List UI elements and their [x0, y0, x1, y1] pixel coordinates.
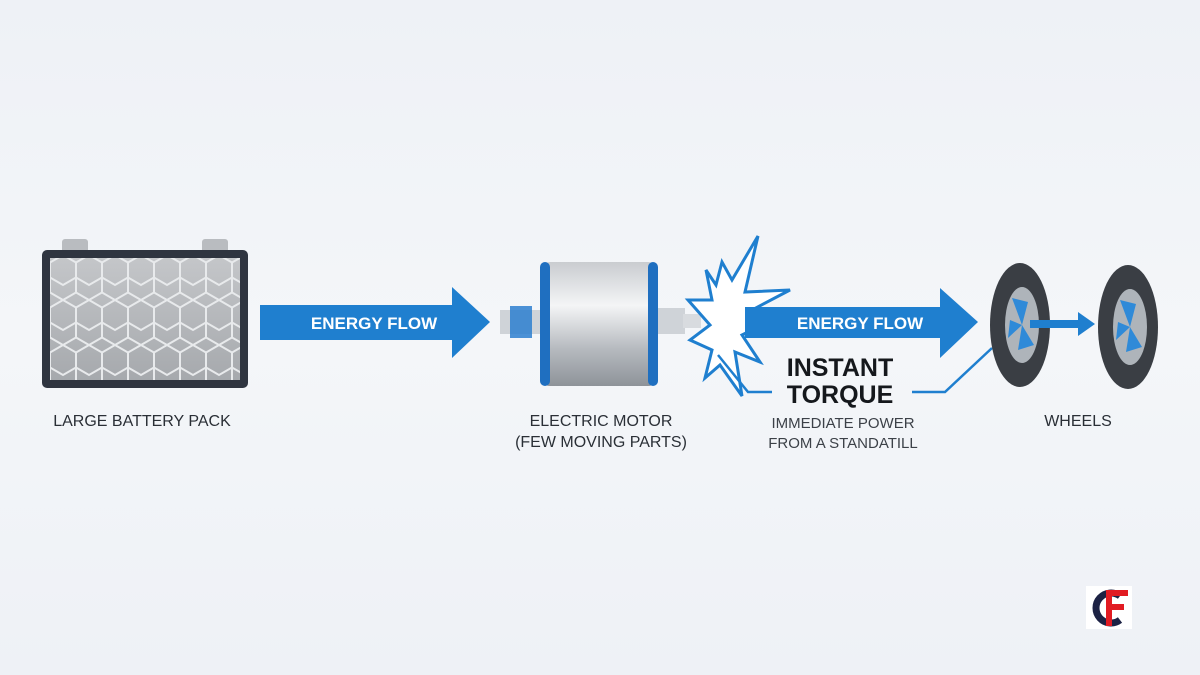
energy-flow-label-right: ENERGY FLOW	[797, 314, 924, 333]
wheel-icon	[1098, 265, 1158, 389]
energy-flow-arrow-right	[745, 288, 978, 358]
wheel-drive-arrow	[1030, 312, 1095, 336]
torque-callout-line	[717, 347, 993, 394]
torque-desc-line2: FROM A STANDATILL	[768, 435, 917, 452]
motor-label: ELECTRIC MOTOR	[530, 413, 673, 430]
energy-flow-arrow-left	[260, 287, 490, 358]
torque-title-line1: INSTANT	[787, 354, 893, 382]
torque-title-line2: TORQUE	[787, 381, 894, 409]
wheel-icon	[990, 263, 1050, 387]
battery-pack-icon	[42, 239, 248, 388]
electric-motor-icon	[500, 262, 701, 386]
spark-burst-icon	[684, 235, 791, 397]
motor-sublabel: (FEW MOVING PARTS)	[515, 434, 687, 451]
cf-logo	[1086, 586, 1132, 629]
battery-label: LARGE BATTERY PACK	[53, 413, 231, 430]
wheels-label: WHEELS	[1044, 413, 1112, 430]
energy-flow-label-left: ENERGY FLOW	[311, 314, 438, 333]
torque-desc-line1: IMMEDIATE POWER	[771, 415, 914, 432]
